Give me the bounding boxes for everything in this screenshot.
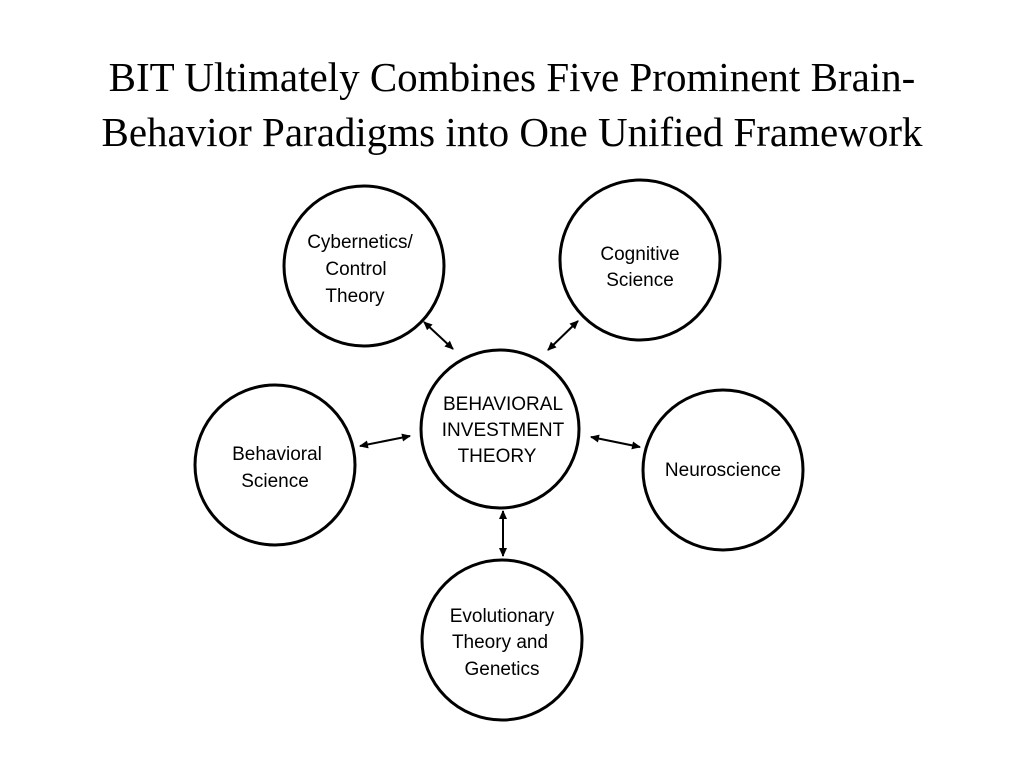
node-neuroscience-line-1: Neuroscience [665,460,781,481]
node-cybernetics-line-1: Cybernetics/ [307,232,413,253]
node-cognitive: Cognitive Science [558,178,722,342]
node-cognitive-line-1: Cognitive [600,244,679,265]
node-evolutionary-line-2: Theory and [452,632,548,653]
node-behavioral: Behavioral Science [193,383,357,547]
node-behavioral-line-1: Behavioral [232,444,322,465]
arrow-center-cybernetics [423,321,454,350]
node-neuroscience: Neuroscience [641,388,805,552]
node-evolutionary-line-1: Evolutionary [450,606,555,627]
node-center: BEHAVIORAL INVESTMENT THEORY [419,348,581,510]
arrow-center-behavioral [359,433,411,449]
node-evolutionary: Evolutionary Theory and Genetics [420,558,584,722]
node-cybernetics: Cybernetics/ Control Theory [282,184,446,348]
slide-title-line-1: BIT Ultimately Combines Five Prominent B… [108,54,916,100]
slide-title-line-2: Behavior Paradigms into One Unified Fram… [101,109,923,155]
node-behavioral-line-2: Science [241,471,309,492]
node-cognitive-line-2: Science [606,270,674,291]
arrow-center-neuroscience [590,434,641,450]
node-center-line-2: INVESTMENT [442,420,565,441]
node-center-line-3: THEORY [458,446,537,467]
node-cybernetics-line-2: Control [325,259,386,280]
node-cybernetics-line-3: Theory [325,286,385,307]
node-evolutionary-line-3: Genetics [465,659,540,680]
arrow-center-cognitive [547,320,579,351]
slide-title: BIT Ultimately Combines Five Prominent B… [20,50,1004,160]
node-center-line-1: BEHAVIORAL [443,394,563,415]
